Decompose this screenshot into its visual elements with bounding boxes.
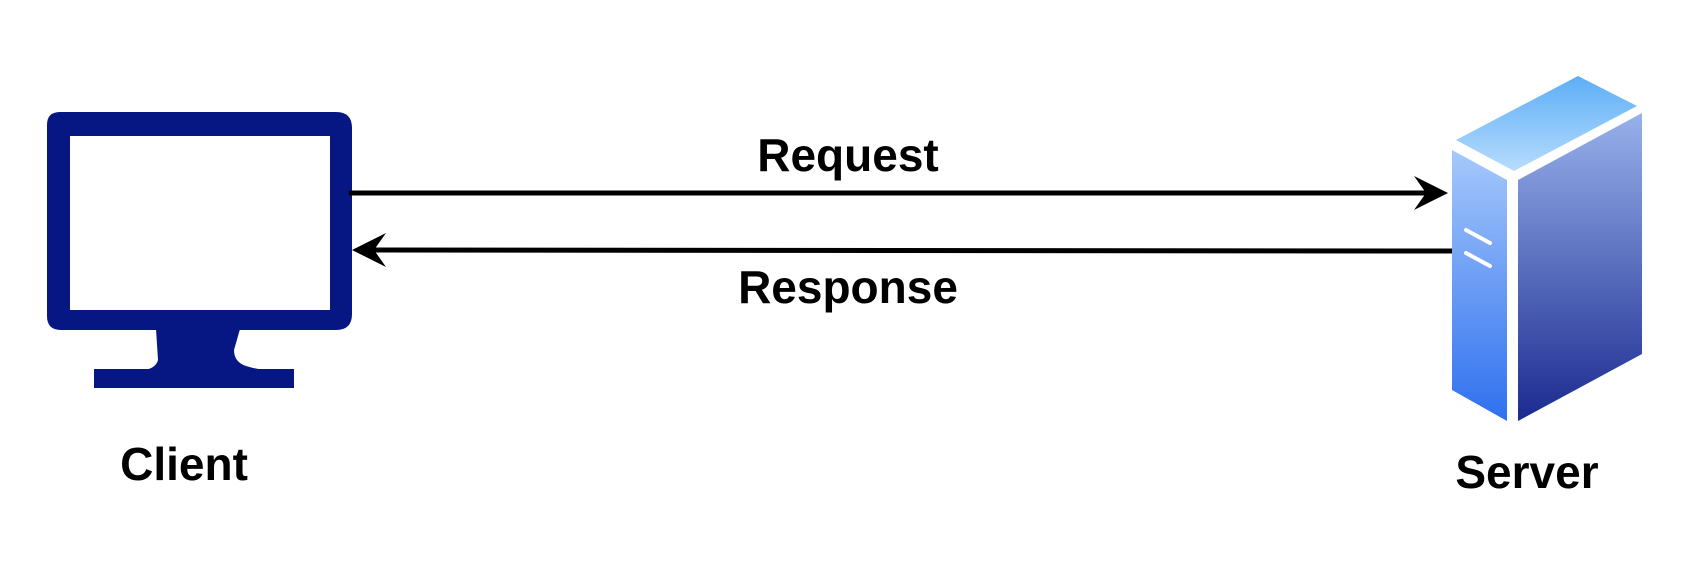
server-drive-slot (1464, 228, 1492, 245)
response-arrow-line (369, 247, 1453, 254)
monitor-stand (140, 329, 280, 371)
server-label: Server (1455, 446, 1598, 498)
response-arrow (352, 233, 1453, 267)
client-label: Client (120, 438, 248, 490)
server-front-face (1452, 150, 1507, 421)
server-icon (1452, 76, 1642, 421)
server-drive-slot (1464, 251, 1492, 268)
response-label: Response (738, 261, 958, 313)
request-arrowhead (1414, 176, 1448, 210)
monitor-frame (47, 112, 352, 330)
request-arrow (349, 176, 1448, 210)
request-label: Request (757, 129, 938, 181)
monitor-base (94, 369, 294, 388)
monitor-icon (47, 112, 352, 388)
server-side-face (1518, 113, 1642, 421)
server-top-face (1456, 76, 1637, 171)
response-arrowhead (352, 233, 386, 267)
